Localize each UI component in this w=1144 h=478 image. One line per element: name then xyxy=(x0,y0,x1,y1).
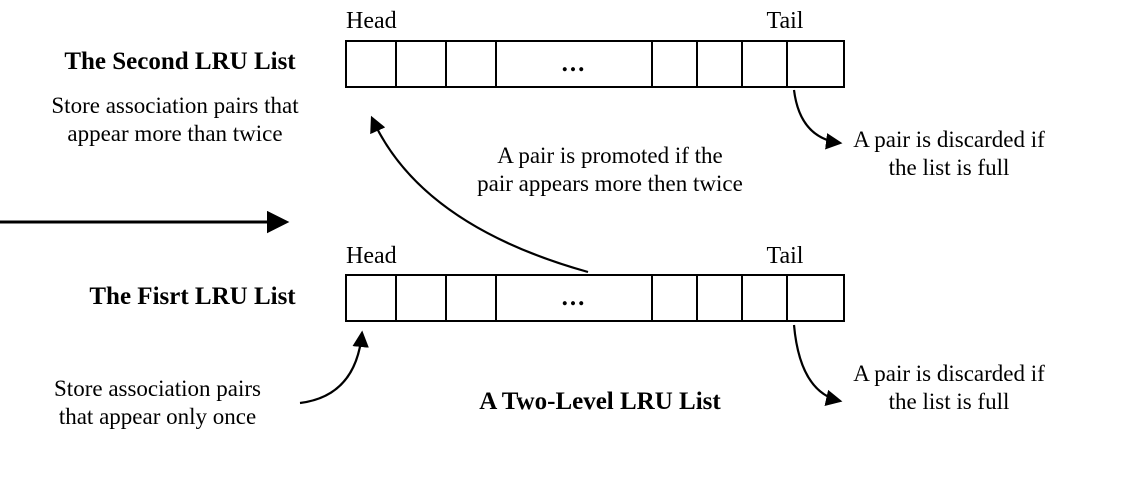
first-list-note: Store association pairs that appear only… xyxy=(54,376,261,430)
list-cell xyxy=(447,42,497,86)
first-list-tail-label: Tail xyxy=(766,243,804,269)
list-cell-tail xyxy=(788,42,843,86)
list-cell xyxy=(743,276,788,320)
first-lru-list: ... xyxy=(345,274,845,322)
list-cell-ellipsis: ... xyxy=(497,276,653,320)
first-list-label: The Fisrt LRU List xyxy=(89,283,296,310)
list-cell-ellipsis: ... xyxy=(497,42,653,86)
list-cell xyxy=(347,42,397,86)
first-list-head-label: Head xyxy=(346,243,397,269)
list-cell xyxy=(743,42,788,86)
list-cell xyxy=(653,276,698,320)
list-cell xyxy=(447,276,497,320)
diagram-title: A Two-Level LRU List xyxy=(479,388,721,415)
list-cell xyxy=(397,42,447,86)
second-list-label: The Second LRU List xyxy=(64,48,296,75)
list-cell xyxy=(347,276,397,320)
list-cell xyxy=(653,42,698,86)
list-cell xyxy=(698,42,743,86)
list-cell xyxy=(397,276,447,320)
promotion-note: A pair is promoted if the pair appears m… xyxy=(477,143,743,197)
list-cell-tail xyxy=(788,276,843,320)
second-lru-list: ... xyxy=(345,40,845,88)
second-list-note: Store association pairs that appear more… xyxy=(51,93,299,147)
list-cell xyxy=(698,276,743,320)
discard-note-bottom: A pair is discarded if the list is full xyxy=(853,361,1045,415)
second-list-tail-label: Tail xyxy=(766,8,804,34)
discard-note-top: A pair is discarded if the list is full xyxy=(853,127,1045,181)
second-list-head-label: Head xyxy=(346,8,397,34)
